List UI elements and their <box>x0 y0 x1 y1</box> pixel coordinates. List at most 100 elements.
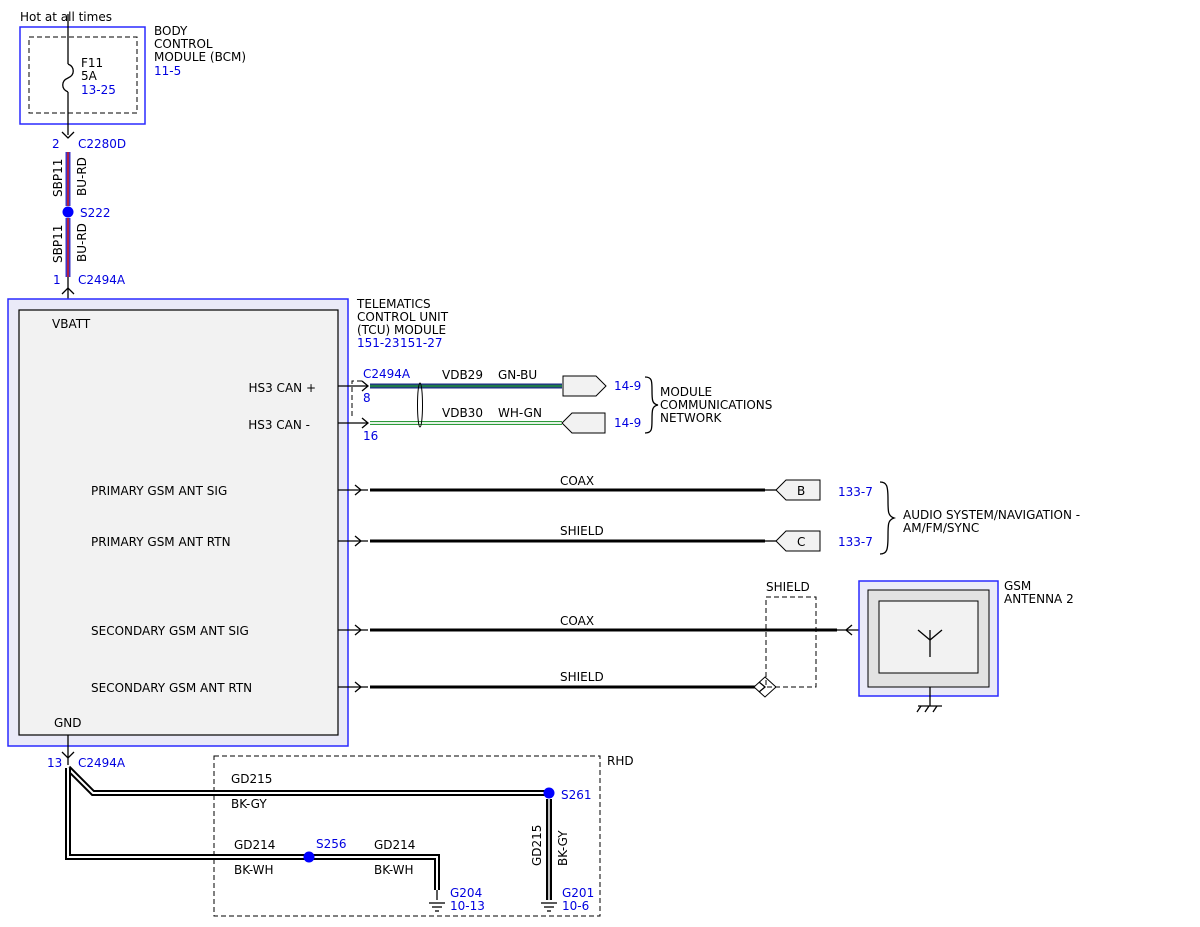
gd215-wire-outer <box>65 765 549 796</box>
rhd-dashed-region <box>213 755 601 917</box>
pin-gnd-label: GND <box>54 716 82 730</box>
can-plus-arrow <box>361 380 370 392</box>
primary-antenna-section: COAX B 133-7 SHIELD C 133-7 AUDIO SYSTEM… <box>338 474 1080 555</box>
pin-primary-rtn-label: PRIMARY GSM ANT RTN <box>91 535 231 549</box>
audio-label-line-2: AM/FM/SYNC <box>903 521 979 535</box>
sbp11-lower-circuit: SBP11 <box>51 225 65 263</box>
g201-ref-link[interactable]: 10-6 <box>562 899 589 913</box>
g201-label[interactable]: G201 <box>562 886 594 900</box>
fuse-ref-link[interactable]: 13-25 <box>81 83 116 97</box>
can-plus-connector-shape <box>562 375 607 397</box>
secondary-sig-label: COAX <box>560 614 594 628</box>
gd215-circuit: GD215 <box>231 772 272 786</box>
hot-at-all-times-label: Hot at all times <box>20 10 112 24</box>
gd214-right-circuit: GD214 <box>374 838 415 852</box>
gsm-antenna-title-line-1: GSM <box>1004 579 1031 593</box>
c2280d-connector-label[interactable]: C2280D <box>78 137 126 151</box>
can-plus-ref-link[interactable]: 14-9 <box>614 379 641 393</box>
network-brace <box>644 376 659 434</box>
g204-label[interactable]: G204 <box>450 886 482 900</box>
antenna-connector-arrow <box>844 624 853 636</box>
gd214-right-color: BK-WH <box>374 863 414 877</box>
gsm-antenna-2: GSM ANTENNA 2 <box>858 579 1074 713</box>
gd215-color: BK-GY <box>231 797 267 811</box>
connector-c-shape <box>775 530 821 552</box>
can-connector-label[interactable]: C2494A <box>363 367 411 381</box>
can-minus-arrow <box>361 417 370 429</box>
gd214-left-circuit: GD214 <box>234 838 275 852</box>
pin-can-plus-label: HS3 CAN + <box>248 381 316 395</box>
audio-label-line-1: AUDIO SYSTEM/NAVIGATION - <box>903 508 1080 522</box>
s256-splice-dot <box>303 851 315 863</box>
fuse-name: F11 <box>81 56 103 70</box>
tcu-ref-link-1[interactable]: 151-23 <box>357 336 400 350</box>
can-minus-connector-shape <box>561 412 606 434</box>
tcu-title-line-1: TELEMATICS <box>356 297 431 311</box>
gd215-vertical-circuit: GD215 <box>530 825 544 866</box>
can-plus-pin-number: 8 <box>363 391 371 405</box>
primary-rtn-ref-link[interactable]: 133-7 <box>838 535 873 549</box>
gd215-wire-inner <box>67 767 549 794</box>
pin-secondary-sig-label: SECONDARY GSM ANT SIG <box>91 624 249 638</box>
twisted-pair-symbol <box>417 382 423 428</box>
bcm-title-line-2: CONTROL <box>154 37 213 51</box>
g204-ref-link[interactable]: 10-13 <box>450 899 485 913</box>
connector-b-label: B <box>797 484 805 498</box>
fuse-symbol <box>62 63 74 93</box>
chassis-ground-hatch <box>916 705 938 713</box>
vdb30-color: WH-GN <box>498 406 542 420</box>
bcm-fuse-box <box>28 36 138 114</box>
gnd-pin-number: 13 <box>47 756 62 770</box>
primary-sig-arrow <box>354 484 363 496</box>
s261-splice-label[interactable]: S261 <box>561 788 592 802</box>
c2494a-vbatt-connector-label[interactable]: C2494A <box>78 273 126 287</box>
tcu-title-line-2: CONTROL UNIT <box>357 310 449 324</box>
gsm-antenna-core <box>878 600 979 674</box>
c2280d-connector-arrow <box>61 131 75 139</box>
s222-splice-label[interactable]: S222 <box>80 206 111 220</box>
can-minus-ref-link[interactable]: 14-9 <box>614 416 641 430</box>
pin-can-minus-label: HS3 CAN - <box>248 418 310 432</box>
gnd-connector-arrow <box>61 751 75 759</box>
ground-section: 13 C2494A RHD GD215 BK-GY S261 GD215 BK-… <box>47 735 634 917</box>
fuse-rating: 5A <box>81 69 98 83</box>
network-label-line-1: MODULE <box>660 385 712 399</box>
sbp11-lower-color: BU-RD <box>75 223 89 262</box>
bcm-title-line-3: MODULE (BCM) <box>154 50 246 64</box>
vbatt-connector-arrow <box>61 287 75 295</box>
network-label-line-2: COMMUNICATIONS <box>660 398 772 412</box>
vdb29-circuit: VDB29 <box>442 368 483 382</box>
gsm-antenna-title-line-2: ANTENNA 2 <box>1004 592 1074 606</box>
tcu-title-line-3: (TCU) MODULE <box>357 323 446 337</box>
primary-rtn-arrow <box>354 535 363 547</box>
tcu-ref-link-2[interactable]: 151-27 <box>400 336 443 350</box>
sbp11-upper-circuit: SBP11 <box>51 159 65 197</box>
can-minus-pin-number: 16 <box>363 429 378 443</box>
can-connector-dashed-bracket <box>351 380 362 418</box>
pin-vbatt-label: VBATT <box>52 317 91 331</box>
connector-b-shape <box>775 479 821 501</box>
bcm-outline <box>19 26 146 125</box>
secondary-rtn-arrow <box>354 681 363 693</box>
shield-box-label: SHIELD <box>766 580 810 594</box>
shield-drain-arrow <box>758 681 767 693</box>
s261-splice-dot <box>543 787 555 799</box>
tcu-inner-box <box>18 309 339 736</box>
telematics-control-unit: TELEMATICS CONTROL UNIT (TCU) MODULE 151… <box>7 297 449 747</box>
primary-sig-ref-link[interactable]: 133-7 <box>838 485 873 499</box>
pin-secondary-rtn-label: SECONDARY GSM ANT RTN <box>91 681 252 695</box>
s222-splice-dot <box>62 206 74 218</box>
gnd-connector-label[interactable]: C2494A <box>78 756 126 770</box>
c2494a-vbatt-pin: 1 <box>53 273 61 287</box>
gd214-left-color: BK-WH <box>234 863 274 877</box>
vdb30-circuit: VDB30 <box>442 406 483 420</box>
network-label-line-3: NETWORK <box>660 411 723 425</box>
bcm-ref-link[interactable]: 11-5 <box>154 64 181 78</box>
body-control-module: BODY CONTROL MODULE (BCM) 11-5 F11 5A 13… <box>19 24 246 125</box>
sbp11-upper-color: BU-RD <box>75 157 89 196</box>
secondary-sig-arrow <box>354 624 363 636</box>
s256-splice-label[interactable]: S256 <box>316 837 347 851</box>
secondary-rtn-label: SHIELD <box>560 670 604 684</box>
vdb29-color: GN-BU <box>498 368 537 382</box>
